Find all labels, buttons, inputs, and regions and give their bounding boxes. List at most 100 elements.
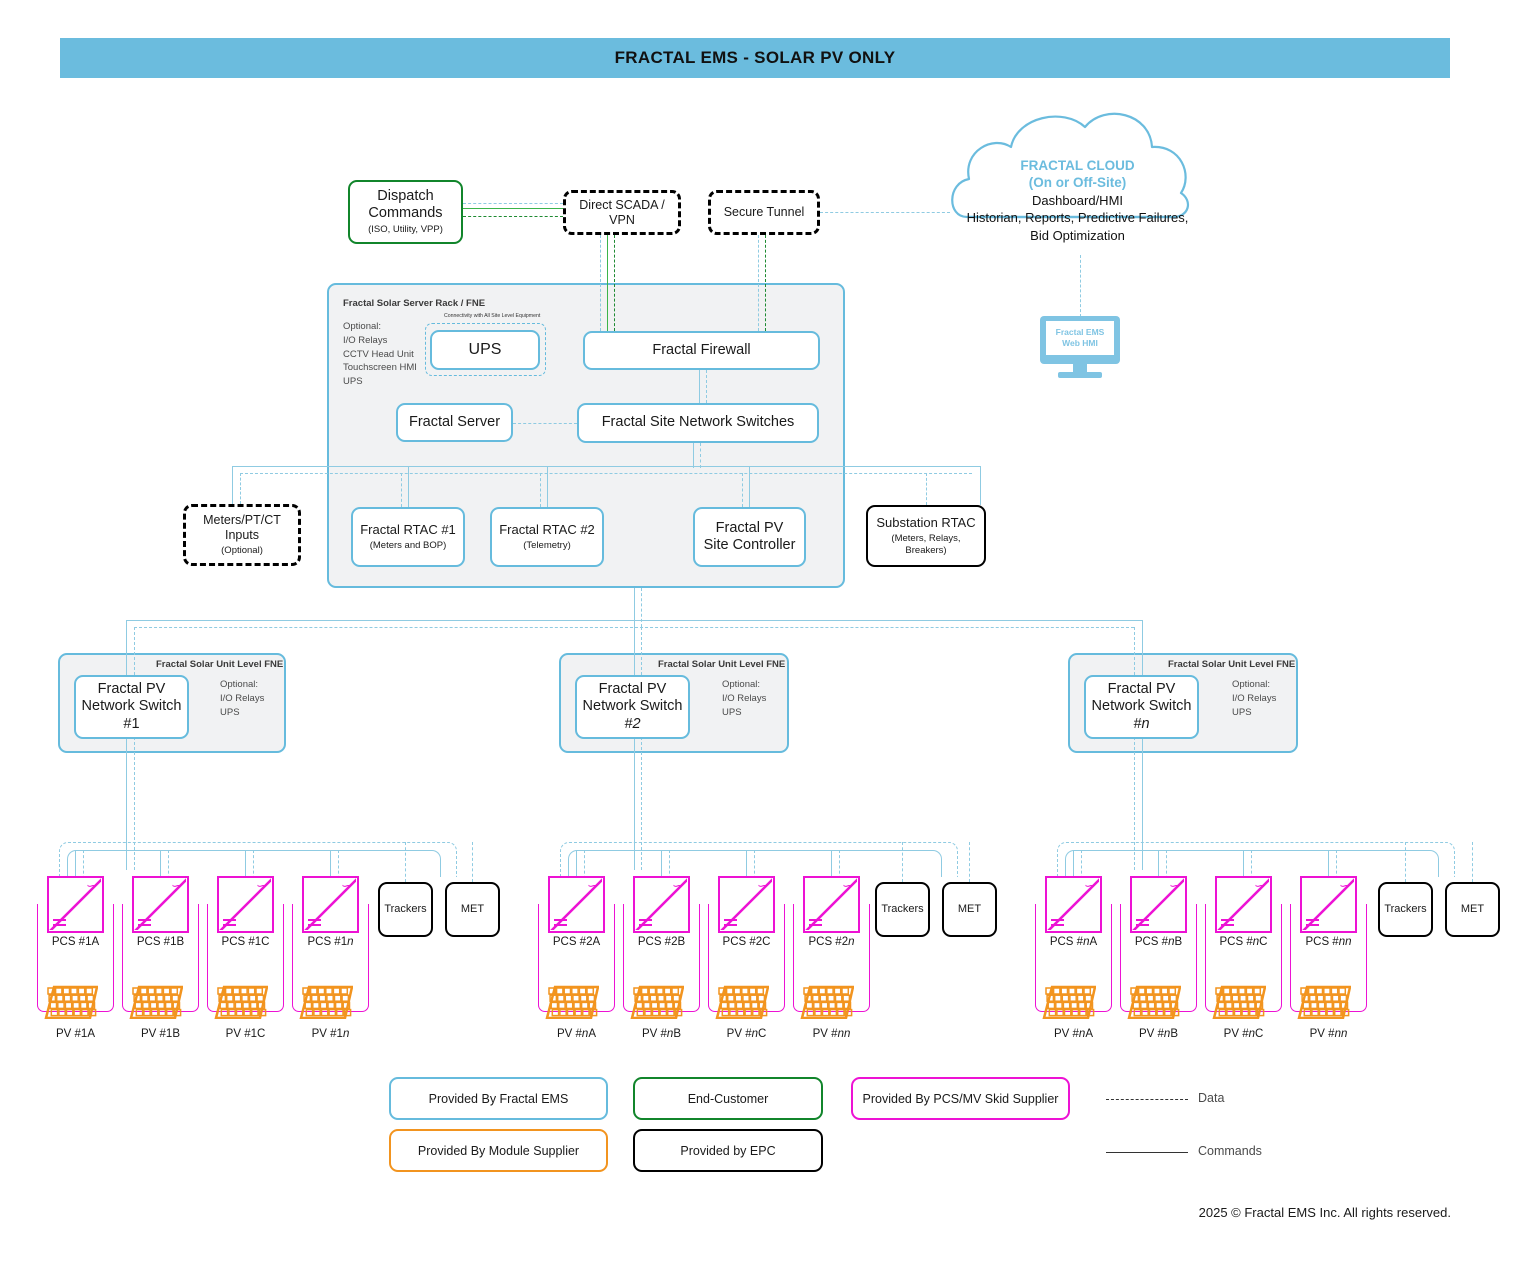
pcs-drop-1-4-solid [330,850,331,876]
pv-network-switch-n[interactable]: Fractal PV Network Switch #n [1084,675,1199,739]
pcs-label-1-3: PCS #1C [221,936,270,948]
trackers-drop-3 [1405,842,1406,882]
pv-panel-1-1[interactable] [44,985,99,1020]
wire-server-switches [513,423,577,424]
inverter-diagonal-icon [635,878,687,930]
site-bus-substation-dash [926,473,927,505]
ups-node[interactable]: UPS [430,330,540,370]
trackers-box-3[interactable]: Trackers [1378,882,1433,937]
solar-module-icon [630,985,685,1020]
wire-rack-to-unitbus-solid [634,588,635,620]
pcs-inverter-2-2[interactable]: ∽ [633,876,690,933]
pv-panel-3-2[interactable] [1127,985,1182,1020]
pv-label-3-4: PV #nn [1309,1028,1348,1040]
pcs-inverter-1-4[interactable]: ∽ [302,876,359,933]
pcs-drop-1-1-dash [83,850,84,884]
pv-network-switch-2[interactable]: Fractal PV Network Switch #2 [575,675,690,739]
dc-bars-icon [1136,919,1149,927]
pcs-drop-1-2-dash [168,850,169,884]
pcs-inverter-2-1[interactable]: ∽ [548,876,605,933]
pcs-drop-3-1-solid [1073,850,1074,876]
pv-panel-2-3[interactable] [715,985,770,1020]
trackers-drop-2 [902,842,903,882]
pcs-inverter-1-1[interactable]: ∽ [47,876,104,933]
fractal-rtac-1-node[interactable]: Fractal RTAC #1 (Meters and BOP) [351,507,465,567]
solar-module-icon [1042,985,1097,1020]
fractal-firewall-node[interactable]: Fractal Firewall [583,331,820,370]
pcs-drop-2-4-dash [839,850,840,884]
wire-dispatch-scada-solid [463,208,563,209]
mv-skid-outline-1-3 [207,904,284,1012]
trackers-box-2[interactable]: Trackers [875,882,930,937]
dc-bars-icon [308,919,321,927]
pv-panel-2-1[interactable] [545,985,600,1020]
secure-tunnel-node[interactable]: Secure Tunnel [708,190,820,235]
wire-firewall-switches-solid [699,370,700,403]
drop-sitectrl-solid [749,466,750,507]
pv-label-3-2: PV #nB [1138,1028,1178,1040]
inverter-diagonal-icon [1132,878,1184,930]
pv-panel-3-3[interactable] [1212,985,1267,1020]
pv-network-switch-1[interactable]: Fractal PV Network Switch #1 [74,675,189,739]
meters-line1: Meters/PT/CT [203,513,281,528]
direct-scada-vpn-node[interactable]: Direct SCADA / VPN [563,190,681,235]
solar-module-icon [129,985,184,1020]
cloud-body1: Dashboard/HMI [1031,192,1124,208]
pcs-inverter-3-2[interactable]: ∽ [1130,876,1187,933]
pcs-label-1-4: PCS #1n [307,936,354,948]
switchn-line2: Network Switch [1091,698,1192,715]
solar-module-icon [299,985,354,1020]
met-box-3[interactable]: MET [1445,882,1500,937]
pcs-inverter-3-1[interactable]: ∽ [1045,876,1102,933]
pcs-label-1-2: PCS #1B [136,936,185,948]
mv-skid-outline-1-4 [292,904,369,1012]
pcs-inverter-3-3[interactable]: ∽ [1215,876,1272,933]
pcs-inverter-2-3[interactable]: ∽ [718,876,775,933]
ac-sine-icon: ∽ [757,878,768,893]
mv-skid-outline-1-1 [37,904,114,1012]
substation-rtac-node[interactable]: Substation RTAC (Meters, Relays, Breaker… [866,505,986,567]
unit-group-3-title: Fractal Solar Unit Level FNE [1168,659,1296,670]
pv-panel-3-4[interactable] [1297,985,1352,1020]
pv-site-controller-node[interactable]: Fractal PV Site Controller [693,507,806,567]
feeder-bus-solid-2 [568,850,942,877]
pv-panel-1-4[interactable] [299,985,354,1020]
legend-label-0: Provided By Fractal EMS [428,1091,569,1106]
pv-panel-2-4[interactable] [800,985,855,1020]
wire-tunnel-firewall-cmd [765,235,766,331]
site-network-switches-node[interactable]: Fractal Site Network Switches [577,403,819,443]
dc-bars-icon [724,919,737,927]
pcs-inverter-1-2[interactable]: ∽ [132,876,189,933]
pv-label-2-3: PV #nC [726,1028,767,1040]
pcs-inverter-2-4[interactable]: ∽ [803,876,860,933]
unit-group-3-note: Optional: I/O Relays UPS [1232,679,1277,718]
unit-group-1-note: Optional: I/O Relays UPS [220,679,265,718]
ac-sine-icon: ∽ [86,878,97,893]
unit-group-1-title: Fractal Solar Unit Level FNE [156,659,284,670]
page-title: FRACTAL EMS - SOLAR PV ONLY [614,48,896,67]
inverter-diagonal-icon [49,878,101,930]
pcs-label-2-2: PCS #2B [637,936,686,948]
pv-panel-1-3[interactable] [214,985,269,1020]
pv-panel-2-2[interactable] [630,985,685,1020]
pcs-inverter-1-3[interactable]: ∽ [217,876,274,933]
met-box-2[interactable]: MET [942,882,997,937]
drop-rtac2-dash [540,473,541,507]
fractal-server-node[interactable]: Fractal Server [396,403,513,442]
pcs-inverter-3-4[interactable]: ∽ [1300,876,1357,933]
meters-pt-ct-node[interactable]: Meters/PT/CT Inputs (Optional) [183,504,301,566]
cloud-body2: Historian, Reports, Predictive Failures, [966,210,1189,226]
dispatch-commands-node[interactable]: Dispatch Commands (ISO, Utility, VPP) [348,180,463,244]
fractal-rtac-2-node[interactable]: Fractal RTAC #2 (Telemetry) [490,507,604,567]
legend-fractal-ems: Provided By Fractal EMS [389,1077,608,1120]
met-box-1[interactable]: MET [445,882,500,937]
legend-label-1: End-Customer [687,1091,769,1106]
trackers-box-1[interactable]: Trackers [378,882,433,937]
dc-bars-icon [138,919,151,927]
pv-panel-3-1[interactable] [1042,985,1097,1020]
web-hmi-monitor[interactable]: Fractal EMS Web HMI [1040,316,1120,378]
pv-panel-1-2[interactable] [129,985,184,1020]
solar-module-icon [1212,985,1267,1020]
ac-sine-icon: ∽ [672,878,683,893]
